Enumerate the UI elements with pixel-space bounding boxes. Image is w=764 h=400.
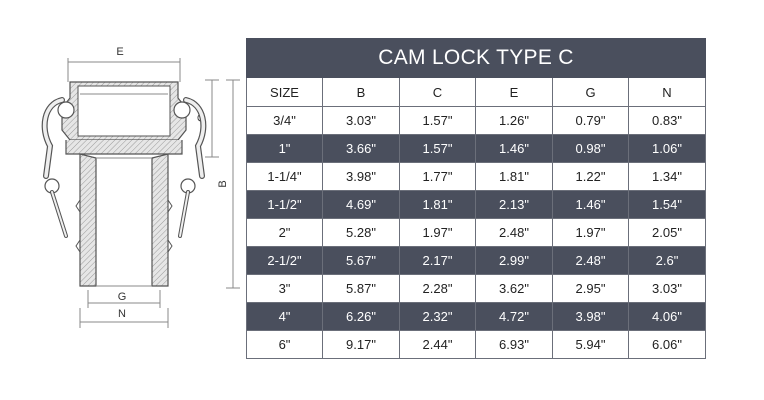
table-cell: 6.06" xyxy=(628,330,706,359)
table-cell: 1.97" xyxy=(399,218,476,247)
table-row: 1-1/4" 3.98" 1.77" 1.81" 1.22" 1.34" xyxy=(246,162,706,191)
table-cell: 1" xyxy=(246,134,323,163)
table-cell: 3.98" xyxy=(322,162,400,191)
table-row: 3" 5.87" 2.28" 3.62" 2.95" 3.03" xyxy=(246,274,706,303)
dimension-e: E xyxy=(67,46,181,82)
table-cell: 4" xyxy=(246,302,323,331)
table-cell: 1.77" xyxy=(399,162,476,191)
column-header: C xyxy=(399,77,476,107)
table-cell: 2.99" xyxy=(475,246,553,275)
table-cell: 5.67" xyxy=(322,246,400,275)
table-row: 3/4" 3.03" 1.57" 1.26" 0.79" 0.83" xyxy=(246,106,706,135)
table-cell: 2.05" xyxy=(628,218,706,247)
table-row: 2-1/2" 5.67" 2.17" 2.99" 2.48" 2.6" xyxy=(246,246,706,275)
coupler-body xyxy=(61,81,187,155)
column-header: SIZE xyxy=(246,77,323,107)
table-cell: 2-1/2" xyxy=(246,246,323,275)
table-cell: 0.79" xyxy=(552,106,629,135)
header-row: SIZE B C E G N xyxy=(246,77,706,107)
table-row: 4" 6.26" 2.32" 4.72" 3.98" 4.06" xyxy=(246,302,706,331)
dim-label-e: E xyxy=(116,46,123,58)
table-cell: 3.03" xyxy=(628,274,706,303)
table-cell: 2.6" xyxy=(628,246,706,275)
table-cell: 1.57" xyxy=(399,106,476,135)
table-cell: 4.72" xyxy=(475,302,553,331)
table-cell: 3.98" xyxy=(552,302,629,331)
dim-label-b: B xyxy=(217,180,229,187)
table-cell: 3/4" xyxy=(246,106,323,135)
column-header: B xyxy=(322,77,400,107)
dim-label-g: G xyxy=(118,291,127,303)
dimension-g: G xyxy=(87,290,161,308)
table-cell: 1.34" xyxy=(628,162,706,191)
table-cell: 2.13" xyxy=(475,190,553,219)
table-cell: 1.81" xyxy=(475,162,553,191)
table-cell: 2.17" xyxy=(399,246,476,275)
dimension-b: B xyxy=(217,79,240,289)
table-cell: 1.97" xyxy=(552,218,629,247)
table-cell: 2.95" xyxy=(552,274,629,303)
table-cell: 3.03" xyxy=(322,106,400,135)
cam-lock-diagram: E C B xyxy=(41,46,240,328)
table-cell: 5.28" xyxy=(322,218,400,247)
table-cell: 3.66" xyxy=(322,134,400,163)
table-cell: 2.48" xyxy=(552,246,629,275)
left-cam-arm xyxy=(41,97,75,238)
table-title: CAM LOCK TYPE C xyxy=(246,38,706,78)
right-cam-arm xyxy=(173,97,207,238)
column-header: E xyxy=(475,77,553,107)
table-cell: 1.26" xyxy=(475,106,553,135)
table-cell: 1.22" xyxy=(552,162,629,191)
table-cell: 6.26" xyxy=(322,302,400,331)
table-cell: 1-1/4" xyxy=(246,162,323,191)
table-cell: 1.57" xyxy=(399,134,476,163)
column-header: N xyxy=(628,77,706,107)
table-cell: 6" xyxy=(246,330,323,359)
table-cell: 3.62" xyxy=(475,274,553,303)
dimension-n: N xyxy=(79,308,169,328)
table-cell: 2.32" xyxy=(399,302,476,331)
table-cell: 2.44" xyxy=(399,330,476,359)
table-cell: 1.06" xyxy=(628,134,706,163)
table-cell: 0.98" xyxy=(552,134,629,163)
hose-shank xyxy=(75,153,173,287)
table-cell: 1.81" xyxy=(399,190,476,219)
table-cell: 4.69" xyxy=(322,190,400,219)
table-cell: 6.93" xyxy=(475,330,553,359)
table-cell: 1.54" xyxy=(628,190,706,219)
table-row: 6" 9.17" 2.44" 6.93" 5.94" 6.06" xyxy=(246,330,706,359)
spec-table: CAM LOCK TYPE C SIZE B C E G N 3/4" 3.03… xyxy=(246,38,706,359)
table-cell: 2" xyxy=(246,218,323,247)
table-row: 1" 3.66" 1.57" 1.46" 0.98" 1.06" xyxy=(246,134,706,163)
table-cell: 2.48" xyxy=(475,218,553,247)
table-cell: 1-1/2" xyxy=(246,190,323,219)
table-cell: 3" xyxy=(246,274,323,303)
table-cell: 1.46" xyxy=(552,190,629,219)
table-cell: 4.06" xyxy=(628,302,706,331)
table-row: 1-1/2" 4.69" 1.81" 2.13" 1.46" 1.54" xyxy=(246,190,706,219)
table-cell: 5.94" xyxy=(552,330,629,359)
table-cell: 2.28" xyxy=(399,274,476,303)
table-cell: 9.17" xyxy=(322,330,400,359)
table-row: 2" 5.28" 1.97" 2.48" 1.97" 2.05" xyxy=(246,218,706,247)
table-cell: 5.87" xyxy=(322,274,400,303)
table-cell: 1.46" xyxy=(475,134,553,163)
column-header: G xyxy=(552,77,629,107)
dim-label-n: N xyxy=(118,308,126,320)
table-cell: 0.83" xyxy=(628,106,706,135)
